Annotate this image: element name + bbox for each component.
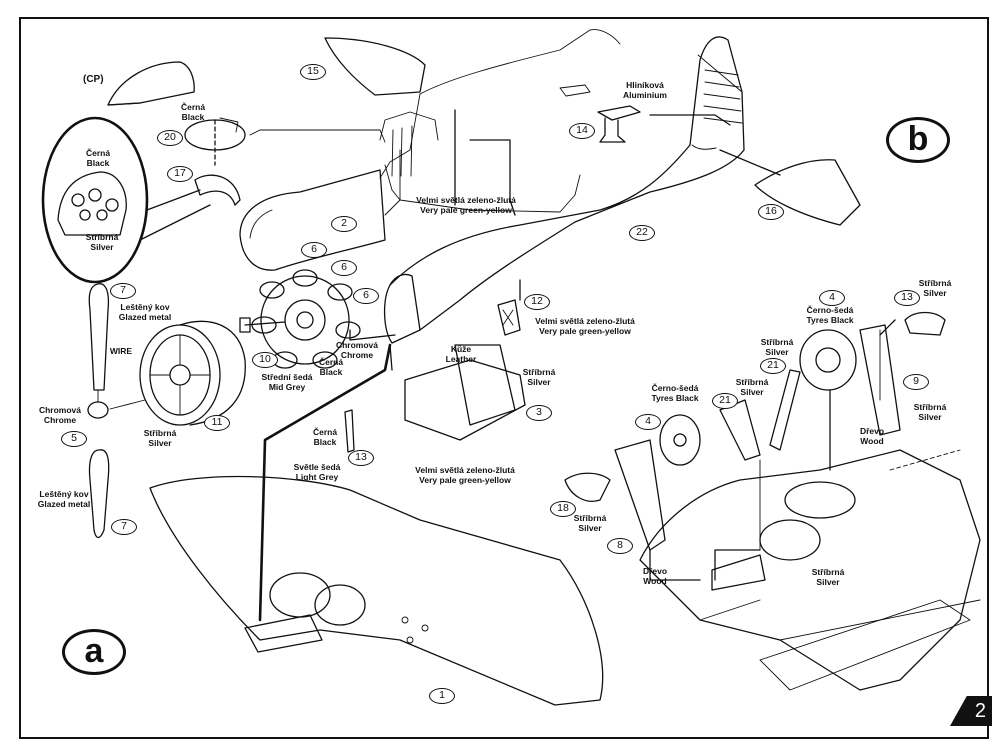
section-b-marker: b — [886, 117, 950, 163]
part-number-3: 3 — [526, 405, 552, 421]
part-number-1: 1 — [429, 688, 455, 704]
stabilizer-16-drawing — [754, 159, 861, 226]
part-number-18: 18 — [550, 501, 576, 517]
part-number-7a: 7 — [110, 283, 136, 299]
part-number-7b: 7 — [111, 519, 137, 535]
instrument-panel-inset — [41, 116, 241, 284]
part-number-6b: 6 — [331, 260, 357, 276]
part-number-12: 12 — [524, 294, 550, 310]
cowling-drawing — [139, 320, 246, 426]
part-number-14: 14 — [569, 123, 595, 139]
part-number-6a: 6 — [301, 242, 327, 258]
part-number-16: 16 — [758, 204, 784, 220]
part-number-15: 15 — [300, 64, 326, 80]
part-number-10: 10 — [252, 352, 278, 368]
part-number-9: 9 — [903, 374, 929, 390]
seat-drawing — [404, 299, 526, 441]
nose-panel-drawing — [239, 169, 386, 271]
part-number-13b: 13 — [894, 290, 920, 306]
propeller-drawing — [87, 283, 146, 539]
landing-gear-drawing — [564, 311, 981, 691]
assembly-lines — [249, 109, 896, 622]
part-number-11: 11 — [204, 415, 230, 431]
part-number-21a: 21 — [712, 393, 738, 409]
part-14-drawing — [559, 84, 641, 143]
part-number-4b: 4 — [819, 290, 845, 306]
part-number-5: 5 — [61, 431, 87, 447]
section-a-marker: a — [62, 629, 126, 675]
part-13-drawing — [344, 409, 355, 453]
part-number-4: 4 — [635, 414, 661, 430]
stabilizer-15-drawing — [324, 37, 426, 96]
part-number-13: 13 — [348, 450, 374, 466]
part-number-20: 20 — [157, 130, 183, 146]
cockpit-canopy-drawing — [107, 61, 195, 106]
part-number-22: 22 — [629, 225, 655, 241]
fuselage-drawing — [379, 29, 745, 344]
cockpit-tag: (CP) — [83, 74, 104, 85]
label-wire: WIRE — [109, 346, 133, 356]
part-number-21b: 21 — [760, 358, 786, 374]
part-number-2: 2 — [331, 216, 357, 232]
part-number-17: 17 — [167, 166, 193, 182]
part-number-6c: 6 — [353, 288, 379, 304]
wing-drawing — [149, 475, 604, 706]
part-20-drawing — [184, 117, 246, 166]
part-number-8: 8 — [607, 538, 633, 554]
